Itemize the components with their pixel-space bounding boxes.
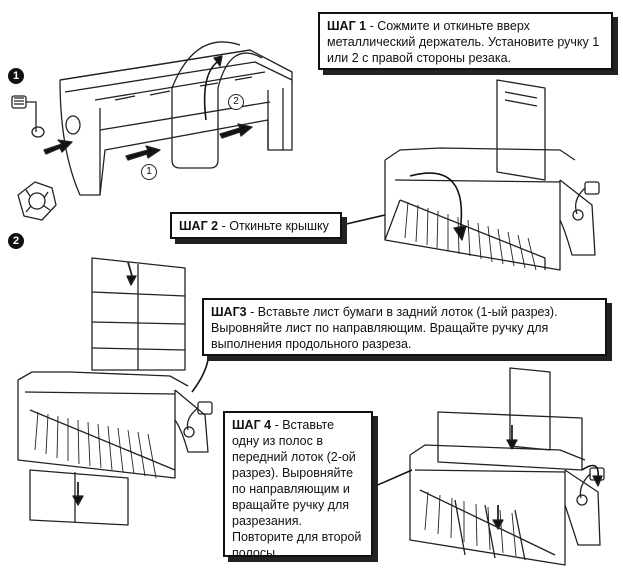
step4-text: - Вставьте одну из полос в передний лото… bbox=[232, 418, 362, 560]
step1-label: ШАГ 1 bbox=[327, 19, 367, 33]
knob-handle-icon bbox=[17, 181, 57, 221]
cutter-step1 bbox=[11, 41, 293, 221]
arrow-icon bbox=[43, 123, 253, 161]
step1-text: - Сожмите и откиньте вверх металлический… bbox=[327, 19, 600, 65]
handle-badge-2: 2 bbox=[8, 233, 24, 249]
step2-label: ШАГ 2 bbox=[179, 219, 219, 233]
step3-callout: ШАГ3 - Вставьте лист бумаги в задний лот… bbox=[202, 298, 607, 356]
curved-arrow-icon bbox=[191, 359, 209, 393]
step2-text: - Откиньте крышку bbox=[218, 219, 329, 233]
step4-label: ШАГ 4 bbox=[232, 418, 272, 432]
crank-handle-icon bbox=[11, 95, 45, 138]
step3-label: ШАГ3 bbox=[211, 305, 247, 319]
step1-callout: ШАГ 1 - Сожмите и откиньте вверх металли… bbox=[318, 12, 613, 70]
curved-arrow-icon bbox=[581, 464, 599, 479]
circled-number-2: 2 bbox=[228, 94, 244, 110]
step3-text: - Вставьте лист бумаги в задний лоток (1… bbox=[211, 305, 558, 351]
cutter-step3 bbox=[17, 257, 213, 526]
crank-handle-icon bbox=[183, 401, 213, 438]
curved-arrow-icon bbox=[203, 59, 221, 121]
cutter-step2 bbox=[384, 79, 600, 271]
circled-number-1: 1 bbox=[141, 164, 157, 180]
step2-callout: ШАГ 2 - Откиньте крышку bbox=[170, 212, 342, 239]
crank-handle-icon bbox=[572, 181, 600, 221]
handle-badge-1: 1 bbox=[8, 68, 24, 84]
cutter-step4 bbox=[409, 367, 605, 566]
step4-callout: ШАГ 4 - Вставьте одну из полос в передни… bbox=[223, 411, 373, 560]
curved-arrow-icon bbox=[409, 172, 463, 233]
